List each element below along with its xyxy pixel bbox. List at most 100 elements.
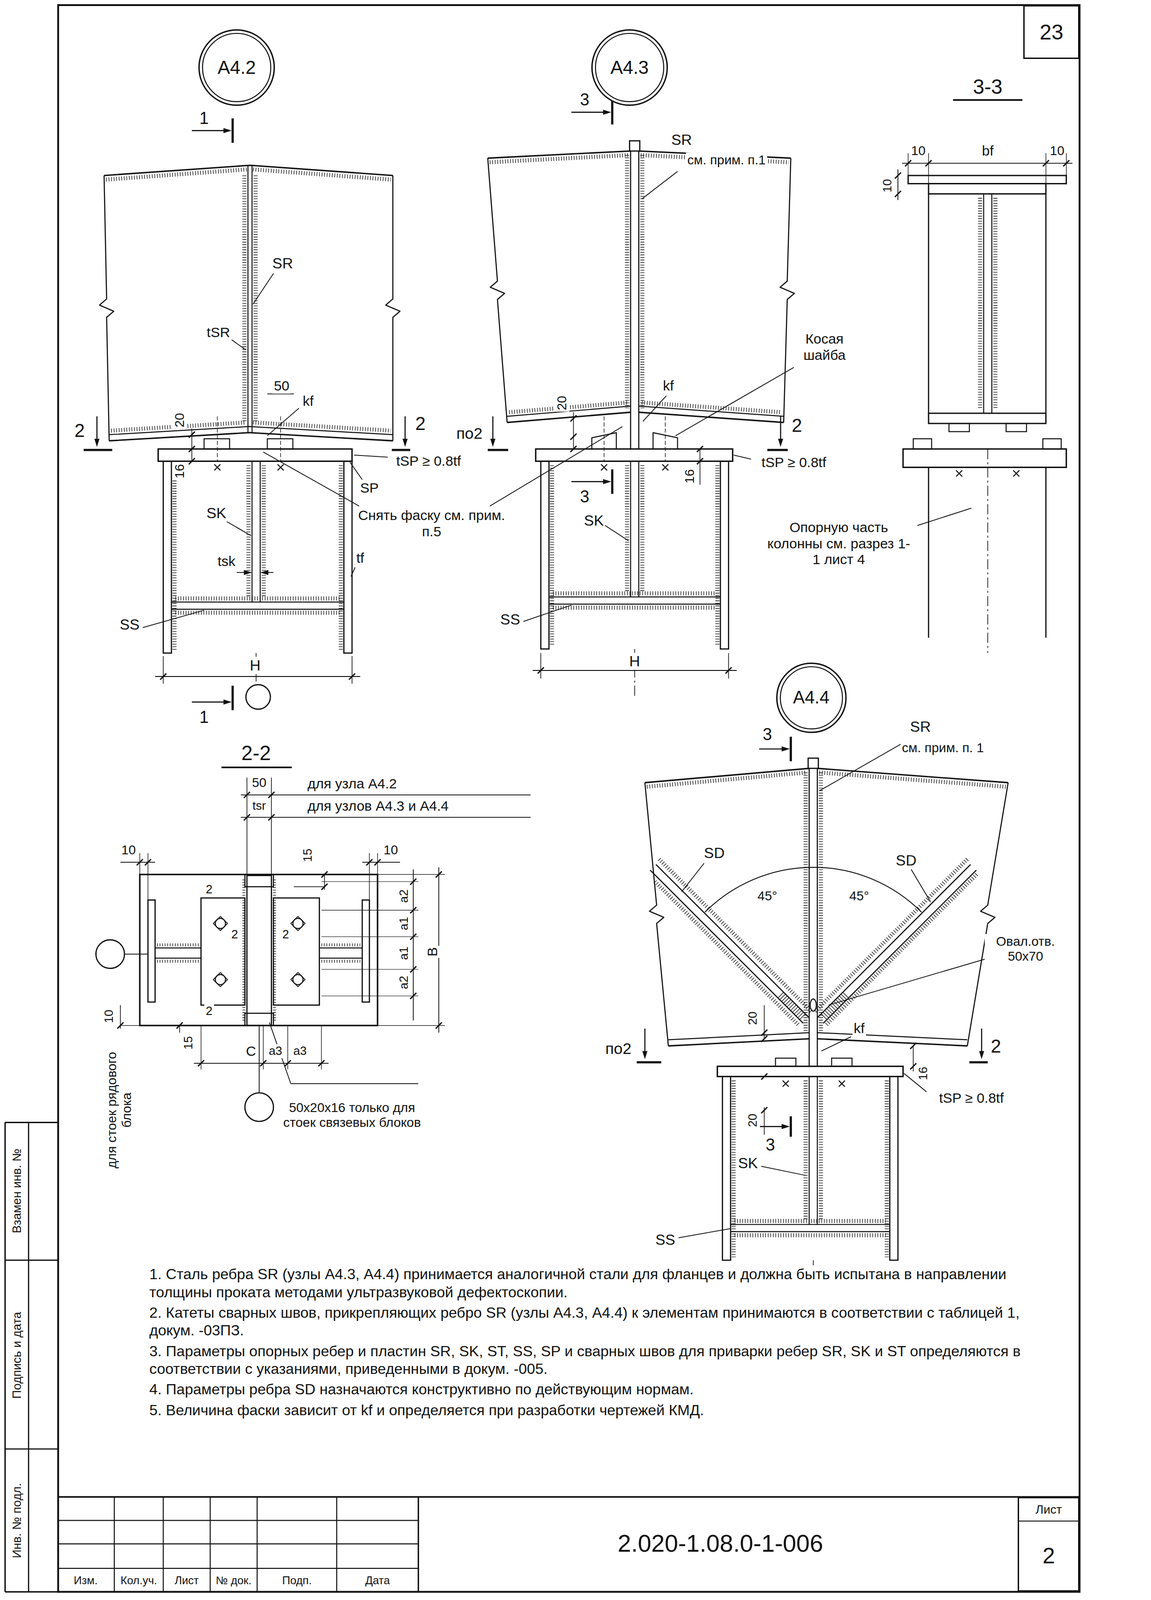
- leader-line: [681, 863, 704, 893]
- dimension-tick: [910, 1043, 917, 1050]
- weld-hatch: [172, 465, 177, 651]
- drawing-line: [730, 1224, 890, 1226]
- column-flange: [148, 900, 156, 1003]
- dimension-tick: [268, 791, 275, 798]
- annotation-label: 2: [790, 414, 804, 437]
- dimension-tick: [761, 1029, 768, 1036]
- section-arrow: [644, 1028, 646, 1054]
- annotation-label: 20: [745, 1112, 760, 1130]
- circle-outer: [776, 663, 846, 733]
- outline: [507, 412, 631, 423]
- bolt-cross: [214, 464, 221, 471]
- drawing-line: [816, 768, 818, 1067]
- leader-line: [733, 455, 752, 460]
- section-arrow: [571, 481, 607, 483]
- drawing-line: [321, 995, 419, 997]
- drawing-line: [928, 153, 929, 184]
- annotation-label: 1: [197, 108, 210, 128]
- nut: [1006, 423, 1027, 432]
- title-block-line: [209, 1497, 211, 1593]
- drawing-line: [369, 853, 370, 901]
- annotation-label: 50х20х16 только для стоек связевых блоко…: [280, 1100, 424, 1131]
- dimension-tick: [176, 1022, 183, 1029]
- title-block-line: [58, 1543, 419, 1545]
- break-line: [99, 175, 114, 441]
- stamp-cell-label: Дата: [363, 1574, 392, 1588]
- weld-hatch: [156, 960, 199, 964]
- bolt-symbol: [213, 916, 228, 932]
- annotation-label: B: [424, 946, 441, 959]
- arrow-head: [781, 1124, 791, 1130]
- drawing-line: [319, 958, 363, 960]
- drawing-line: [928, 467, 930, 639]
- break-line: [487, 158, 508, 423]
- annotation-label: a2: [397, 974, 412, 992]
- annotation-label: для стоек рядового блока: [104, 1044, 135, 1178]
- dimension-tick: [435, 1022, 442, 1029]
- annotation-label: tsk: [216, 553, 237, 570]
- bolt-cross: [838, 1080, 845, 1087]
- column-flange: [889, 1077, 899, 1262]
- stamp-cell-label: Изм.: [72, 1574, 99, 1588]
- annotation-label: 1: [197, 707, 210, 727]
- annotation-label: Снять фаску см. прим. п.5: [354, 507, 509, 540]
- drawing-line: [1045, 467, 1047, 639]
- section-mark: [231, 118, 234, 144]
- arrow-head: [602, 479, 612, 485]
- leader-line: [678, 1229, 731, 1239]
- rib-plate: [908, 175, 1067, 184]
- dimension-tick: [570, 433, 577, 440]
- weld-hatch: [978, 197, 983, 410]
- drawing-line: [163, 656, 164, 684]
- bolt-cross: [662, 464, 669, 471]
- bolt-cross: [1013, 470, 1020, 477]
- drawing-line: [251, 165, 253, 433]
- annotation-label: 16: [916, 1065, 931, 1083]
- circle-inner: [595, 33, 664, 102]
- annotation-label: 3: [578, 487, 591, 507]
- drawing-line: [124, 954, 149, 955]
- weld-hatch: [549, 465, 555, 647]
- sheet-heading: Лист: [1019, 1498, 1079, 1523]
- stamp-cell-label: Лист: [173, 1574, 201, 1588]
- detail-callout-circle: А4.3: [590, 28, 669, 107]
- weld-hatch: [553, 605, 717, 610]
- annotation-label: 16: [172, 463, 188, 481]
- note-text: 3. Параметры опорных ребер и пластин SR,…: [148, 1342, 1052, 1379]
- leader-line: [253, 273, 274, 305]
- annotation-label: tSP ≥ 0.8tf: [759, 454, 828, 471]
- sheet-number: 2: [1019, 1522, 1079, 1592]
- section-arrow: [96, 416, 98, 442]
- leader-line: [351, 567, 356, 577]
- title-underline: [953, 99, 1023, 102]
- stamp-line: [5, 1122, 59, 1124]
- annotation-label: H: [627, 653, 642, 671]
- weld-hatch: [253, 169, 392, 180]
- leader-line: [821, 1037, 851, 1052]
- support-plate: [158, 449, 353, 462]
- title-block-line: [58, 1520, 419, 1522]
- column-flange: [540, 461, 550, 649]
- circle-inner: [780, 667, 843, 730]
- dimension-tick: [197, 1060, 204, 1067]
- weld-hatch: [321, 960, 360, 964]
- bolt-symbol: [290, 916, 306, 932]
- annotation-label: 2: [281, 928, 291, 942]
- annotation-label: 20: [172, 412, 188, 430]
- annotation-label: a3: [291, 1044, 308, 1059]
- weld-hatch: [659, 859, 811, 1012]
- annotation-label: SR: [908, 718, 932, 736]
- dimension-tick: [318, 1060, 325, 1067]
- dimension-tick: [696, 445, 703, 452]
- stamp-line: [5, 1591, 59, 1594]
- bolt-cross: [214, 464, 221, 471]
- leader-line: [523, 605, 572, 622]
- dimension-tick: [725, 667, 732, 674]
- drawing-line: [120, 1025, 140, 1027]
- dimension-tick: [537, 667, 544, 674]
- weld-hatch: [242, 175, 247, 423]
- weld-hatch: [815, 859, 968, 1012]
- outline: [487, 150, 631, 158]
- note-text: 5. Величина фаски зависит от kf и опреде…: [148, 1401, 1052, 1420]
- annotation-label: SS: [498, 611, 522, 629]
